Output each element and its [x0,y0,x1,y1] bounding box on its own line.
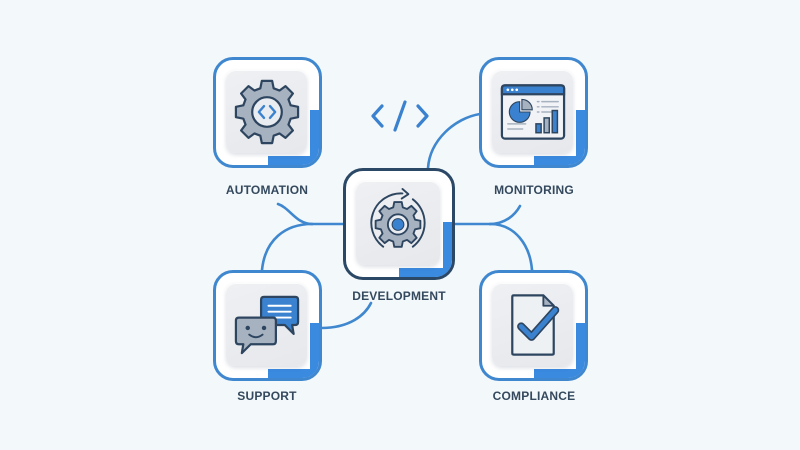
tile-accent [533,369,585,378]
code-brackets-icon [371,100,429,132]
monitoring-tile[interactable] [479,57,588,168]
support-label: SUPPORT [237,389,297,403]
tile-accent [576,110,585,165]
development-tile[interactable] [343,168,455,280]
tile-card [356,181,440,265]
connector-support-to-center [319,301,373,330]
automation-label: AUTOMATION [225,183,309,197]
tile-card [492,70,573,153]
tile-card [492,283,573,366]
connector-to-monitoring-low [488,204,522,226]
tile-accent [310,110,319,165]
tile-accent [310,323,319,378]
support-tile[interactable] [213,270,322,381]
compliance-tile[interactable] [479,270,588,381]
connector-to-support [260,222,314,272]
gear-refresh-icon [370,187,426,248]
dashboard-chart-icon [500,83,565,140]
tile-accent [443,221,452,277]
connector-to-monitoring-top [426,112,482,170]
tile-card [226,283,307,366]
connector-to-compliance [488,222,534,272]
tile-accent [267,156,319,165]
development-label: DEVELOPMENT [352,289,446,303]
connector-to-automation [276,202,314,226]
monitoring-label: MONITORING [494,183,574,197]
gear-code-icon [234,79,299,144]
tile-accent [267,369,319,378]
tile-accent [576,323,585,378]
compliance-label: COMPLIANCE [492,389,576,403]
tile-card [226,70,307,153]
chat-bubbles-icon [234,295,299,354]
tile-accent [533,156,585,165]
document-check-icon [510,293,559,356]
automation-tile[interactable] [213,57,322,168]
tile-accent [399,268,452,277]
